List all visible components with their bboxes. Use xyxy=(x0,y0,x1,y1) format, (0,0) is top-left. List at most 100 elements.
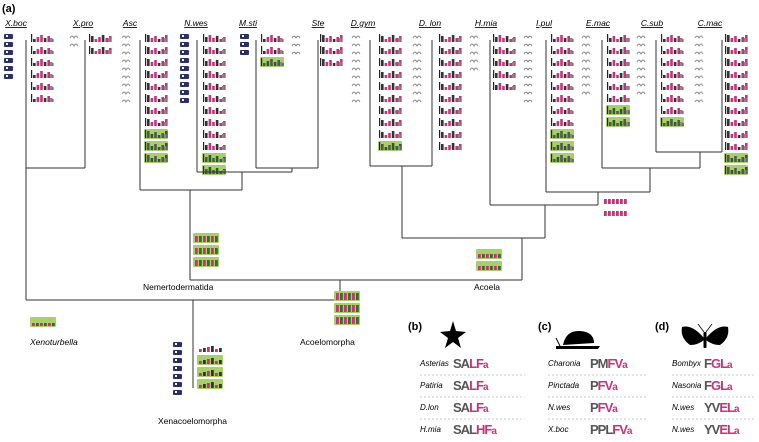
motif-logo-green xyxy=(724,153,748,163)
motif-logo xyxy=(439,94,462,102)
species-label: Charonia xyxy=(548,359,581,368)
motif-logo xyxy=(439,82,462,90)
taxon-label: Ste xyxy=(312,18,325,28)
motif-logo: PPLFVa xyxy=(590,422,633,437)
taxon-label: X.pro xyxy=(72,18,94,28)
feature-icon-stack xyxy=(694,35,704,103)
branch-motif xyxy=(197,379,223,389)
motif-logo xyxy=(203,118,226,126)
taxon-label: I.pul xyxy=(536,18,553,28)
motif-logo xyxy=(607,82,630,90)
panel-d-label: (d) xyxy=(655,321,669,333)
motif-logo: PFVa xyxy=(590,400,618,415)
motif-logo xyxy=(607,58,630,66)
motif-logo xyxy=(31,70,54,78)
taxon-label: C.mac xyxy=(698,18,723,28)
motif-logo xyxy=(439,34,462,42)
taxon-label: C.sub xyxy=(641,18,663,28)
species-label: Bombyx xyxy=(672,359,702,368)
motif-logo xyxy=(203,34,226,42)
motif-columns xyxy=(4,34,748,395)
panel-b-label: (b) xyxy=(408,321,422,333)
motif-logo xyxy=(145,46,168,54)
motif-logo xyxy=(725,82,748,90)
clade-label-acoela: Acoela xyxy=(474,282,500,292)
motif-logo-green xyxy=(550,153,574,163)
motif-logo xyxy=(661,82,684,90)
starfish-icon xyxy=(440,321,466,348)
branch-motif xyxy=(30,317,56,327)
species-label: H.mia xyxy=(420,425,441,434)
branch-motif-blocks xyxy=(30,199,627,389)
species-label: Asterias xyxy=(419,359,449,368)
motif-logo xyxy=(379,46,402,54)
clade-label-nemertodermatida: Nemertodermatida xyxy=(143,282,214,292)
taxon-label: X.boc xyxy=(4,18,27,28)
motif-logo xyxy=(145,34,168,42)
motif-logo xyxy=(725,94,748,102)
branch-motif xyxy=(197,367,223,377)
motif-logo xyxy=(551,70,574,78)
species-label: N.wes xyxy=(548,403,570,412)
motif-logo xyxy=(203,94,226,102)
motif-logo-green xyxy=(378,141,402,151)
motif-logo xyxy=(493,58,516,66)
clade-label-acoelomorpha: Acoelomorpha xyxy=(300,337,355,347)
motif-logo xyxy=(661,34,684,42)
motif-logo xyxy=(439,58,462,66)
motif-logo xyxy=(607,46,630,54)
motif-logo xyxy=(320,34,343,42)
motif-logo-green xyxy=(202,153,226,163)
taxon-label: Asc xyxy=(122,18,138,28)
motif-logo xyxy=(145,70,168,78)
branch-motif xyxy=(476,249,502,259)
motif-logo xyxy=(145,118,168,126)
motif-logo: SALFa xyxy=(453,356,489,371)
motif-logo xyxy=(145,58,168,66)
motif-logo: YVELa xyxy=(704,400,740,415)
motif-logo-green xyxy=(202,165,226,175)
feature-icon-stack xyxy=(121,35,131,103)
motif-logo xyxy=(725,130,748,138)
branch-motif xyxy=(199,346,222,352)
feature-icon-stack xyxy=(351,35,361,103)
motif-logo xyxy=(379,106,402,114)
feature-icon-stack xyxy=(240,34,249,55)
motif-logo xyxy=(379,82,402,90)
feature-icon-stack xyxy=(636,35,646,95)
phylogenetic-tree xyxy=(25,40,723,388)
motif-logo xyxy=(493,34,516,42)
motif-logo xyxy=(493,70,516,78)
motif-logo-green xyxy=(606,105,630,115)
motif-logo xyxy=(203,82,226,90)
alignment-row: Asterias SALFa xyxy=(419,356,525,376)
motif-logo xyxy=(203,58,226,66)
taxon-label: M.sti xyxy=(239,18,258,28)
motif-logo xyxy=(379,118,402,126)
species-label: Pinctada xyxy=(548,381,580,390)
motif-logo xyxy=(439,70,462,78)
motif-logo: FGLa xyxy=(704,378,733,393)
species-label: N.wes xyxy=(672,425,694,434)
motif-logo xyxy=(661,70,684,78)
motif-logo: SALFa xyxy=(453,378,489,393)
moth-icon xyxy=(681,323,729,348)
branch-motif xyxy=(197,355,223,365)
feature-icon-stack xyxy=(69,35,79,47)
motif-logo xyxy=(320,58,343,66)
motif-logo xyxy=(551,82,574,90)
motif-logo-green xyxy=(144,153,168,163)
motif-logo xyxy=(203,70,226,78)
motif-logo xyxy=(439,106,462,114)
species-label: D.lon xyxy=(420,403,439,412)
motif-logo xyxy=(439,118,462,126)
feature-icon-stack xyxy=(180,34,189,103)
feature-icon-stack xyxy=(173,342,182,395)
clade-label-xenacoelomorpha: Xenacoelomorpha xyxy=(158,416,227,426)
